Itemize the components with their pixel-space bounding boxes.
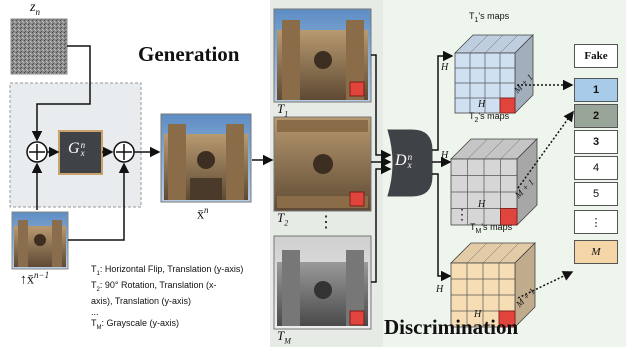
noise-image xyxy=(10,18,68,75)
fake-cell: ⋮ xyxy=(574,210,618,234)
map-title-2: T2's maps xyxy=(469,111,510,124)
cube-grid-line xyxy=(500,138,521,160)
transform-vdots: ⋮ xyxy=(318,214,334,231)
legend-line: axis), Translation (y-axis) xyxy=(91,295,192,306)
cube-highlight-cell xyxy=(500,208,518,226)
sum-node-2 xyxy=(113,141,135,163)
map-title-1: T1's maps xyxy=(469,11,510,24)
discriminator-block xyxy=(387,129,433,197)
map-w-label-m: H xyxy=(474,309,482,320)
map-w-label-2: H xyxy=(478,199,486,210)
output-image xyxy=(160,113,252,203)
legend-line: TM: Grayscale (y-axis) xyxy=(91,317,180,331)
legend-line: ... xyxy=(91,306,99,317)
fake-cell: 2 xyxy=(574,104,618,128)
transform-image-1 xyxy=(273,8,372,103)
generator-block xyxy=(58,130,103,175)
cube-grid-line xyxy=(466,242,488,264)
fake-cell: 4 xyxy=(574,156,618,180)
transform-image-2 xyxy=(273,116,372,212)
transform-arrows xyxy=(371,54,392,283)
output-label: x̄n xyxy=(197,205,209,223)
map-h-label-1: H xyxy=(441,62,449,73)
sum-node-1 xyxy=(26,141,48,163)
transform-label-m: TM xyxy=(277,328,291,346)
fake-cell: 3 xyxy=(574,130,618,154)
transform-label-1: T1 xyxy=(277,101,289,119)
cube-grid-line xyxy=(499,34,519,54)
fake-cell: M xyxy=(574,240,618,264)
map-title-m: TM's maps xyxy=(470,222,513,235)
transform-label-2: T2 xyxy=(277,210,289,228)
generator-arrows xyxy=(31,45,161,241)
input-image xyxy=(11,211,69,270)
cube-grid-line xyxy=(483,138,505,160)
cube-grid-line xyxy=(482,242,504,264)
cube-highlight-cell xyxy=(499,97,516,114)
map-w-label-1: H xyxy=(478,99,486,110)
map-h-label-2: H xyxy=(441,150,449,161)
transform-legend: T1: Horizontal Flip, Translation (y-axis… xyxy=(91,264,269,333)
generation-title: Generation xyxy=(138,42,240,66)
cube-grid-line xyxy=(467,138,488,160)
cube-grid-line xyxy=(484,34,504,54)
fake-cell: 5 xyxy=(574,182,618,206)
fake-arrows xyxy=(517,79,574,299)
transform-image-m xyxy=(273,235,372,330)
cube-highlight-cell xyxy=(498,310,516,328)
cube-grid-line xyxy=(498,242,520,264)
map-vdots: ⋮ xyxy=(455,208,469,223)
feature-map-cubes xyxy=(450,34,538,328)
input-label: ↑x̄n−1 xyxy=(20,270,50,288)
legend-line: T2: 90° Rotation, Translation (x- xyxy=(91,279,217,293)
map-h-label-m: H xyxy=(436,284,444,295)
fake-cell: 1 xyxy=(574,78,618,102)
cube-grid-line xyxy=(469,34,489,54)
discrimination-title: Discrimination xyxy=(384,315,519,339)
legend-line: T1: Horizontal Flip, Translation (y-axis… xyxy=(91,264,244,277)
map-arrows xyxy=(432,50,454,282)
fake-header: Fake xyxy=(574,44,618,68)
noise-label: zn xyxy=(30,0,40,17)
